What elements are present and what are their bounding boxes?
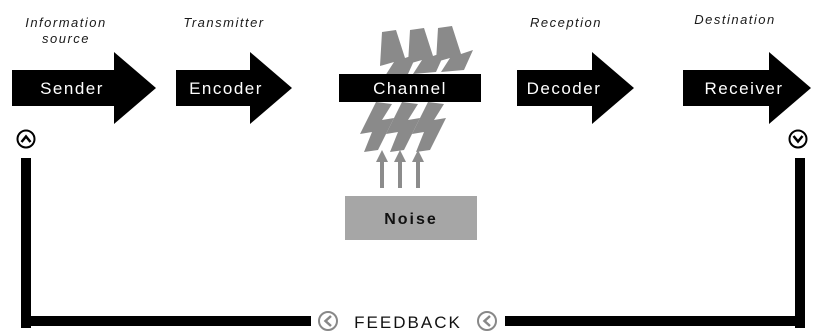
arrow-up-circle-icon bbox=[16, 129, 36, 149]
feedback-loop-left-side bbox=[21, 158, 31, 328]
lightning-bolt bbox=[408, 28, 445, 74]
noise-label: Noise bbox=[384, 211, 438, 228]
lightning-bolt bbox=[380, 30, 417, 76]
encoder-arrow-shape bbox=[176, 52, 292, 124]
channel-bar-shape bbox=[339, 74, 481, 102]
lightning-bolts bbox=[360, 26, 473, 152]
feedback-loop bbox=[21, 158, 805, 328]
feedback-label: FEEDBACK bbox=[354, 313, 462, 332]
encoder-label: Encoder bbox=[189, 79, 263, 98]
arrow-up-icon bbox=[394, 150, 406, 188]
channel-block: Channel bbox=[339, 74, 481, 102]
decoder-label: Decoder bbox=[527, 79, 602, 98]
receiver-arrow-shape bbox=[683, 52, 811, 124]
sender-stage-label-line2: source bbox=[42, 31, 90, 46]
feedback-loop-bottom-right bbox=[505, 316, 805, 326]
noise-box: Noise bbox=[345, 196, 477, 240]
receiver-label: Receiver bbox=[704, 79, 783, 98]
lightning-bolt bbox=[436, 26, 473, 72]
encoder-stage-label: Transmitter bbox=[183, 15, 264, 30]
feedback-label-group: FEEDBACK bbox=[318, 311, 497, 332]
arrow-left-circle-icon bbox=[477, 311, 497, 331]
receiver-block: Receiver bbox=[683, 52, 811, 124]
arrow-up-icon bbox=[376, 150, 388, 188]
feedback-loop-right-side bbox=[795, 158, 805, 328]
decoder-stage-label: Reception bbox=[530, 15, 602, 30]
lightning-bolt bbox=[360, 102, 394, 152]
receiver-stage-label: Destination bbox=[694, 12, 776, 27]
lightning-bolt bbox=[412, 102, 446, 152]
arrow-left-circle-icon bbox=[318, 311, 338, 331]
sender-block: Sender bbox=[12, 52, 156, 124]
decoder-arrow-shape bbox=[517, 52, 634, 124]
sender-stage-label-line1: Information bbox=[25, 15, 107, 30]
arrow-down-circle-icon bbox=[788, 129, 808, 149]
noise-arrows bbox=[376, 150, 424, 188]
encoder-block: Encoder bbox=[176, 52, 292, 124]
decoder-block: Decoder bbox=[517, 52, 634, 124]
channel-label: Channel bbox=[373, 79, 447, 98]
sender-arrow-shape bbox=[12, 52, 156, 124]
sender-label: Sender bbox=[40, 79, 104, 98]
noise-box-shape bbox=[345, 196, 477, 240]
lightning-bolt bbox=[386, 102, 420, 152]
arrow-up-icon bbox=[412, 150, 424, 188]
feedback-loop-bottom-left bbox=[21, 316, 311, 326]
